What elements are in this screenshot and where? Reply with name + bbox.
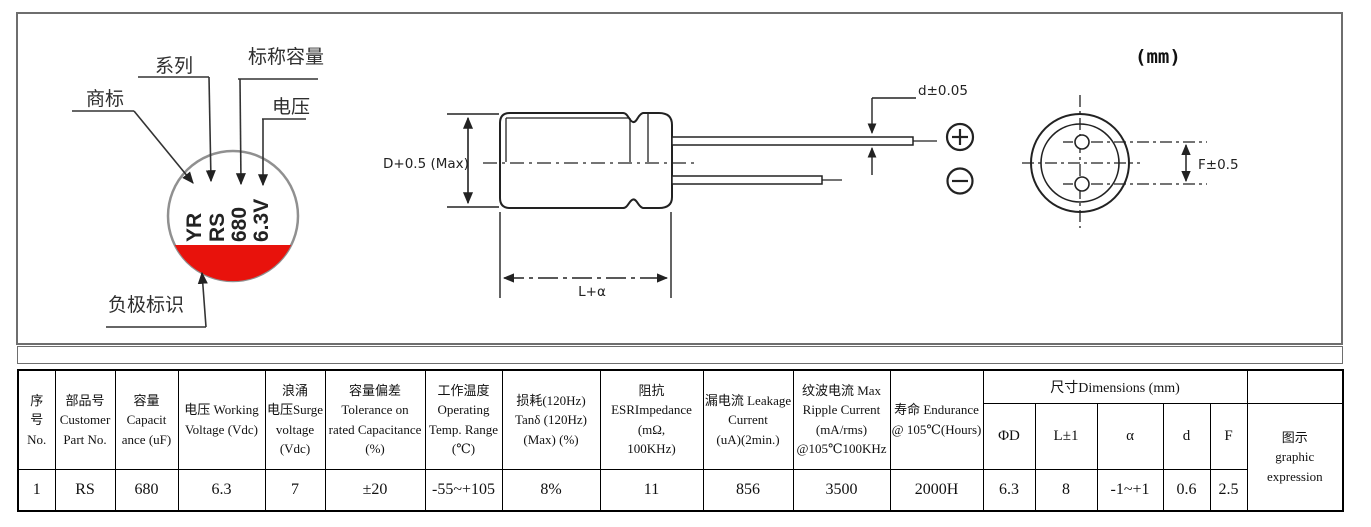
header-dimensions-group: 尺寸Dimensions (mm) xyxy=(982,369,1248,404)
header-no: 序 号 No. xyxy=(17,369,56,470)
lead-pitch-dimension-label: F±0.5 xyxy=(1198,157,1239,173)
value-lead-dia: 0.6 xyxy=(1162,468,1211,512)
header-working-voltage: 电压 Working Voltage (Vdc) xyxy=(177,369,266,470)
header-alpha: α xyxy=(1096,402,1164,470)
label-leader-lines xyxy=(72,76,318,328)
header-graphic-expression: 图示 graphic expression xyxy=(1246,402,1344,512)
lead-hole-positive xyxy=(1074,134,1090,150)
header-ripple: 纹波电流 Max Ripple Current (mA/rms) @105℃10… xyxy=(792,369,891,470)
value-surge-voltage: 7 xyxy=(264,468,326,512)
spec-table: 序 号 No. 部品号 Customer Part No. 容量 Capacit… xyxy=(17,369,1345,512)
header-dia: ΦD xyxy=(982,402,1036,470)
capacitor-body xyxy=(499,112,673,209)
header-lead-pitch: F xyxy=(1209,402,1248,470)
lead-diameter-dimension-label: d±0.05 xyxy=(918,83,968,99)
value-dia: 6.3 xyxy=(982,468,1036,512)
label-voltage: 电压 xyxy=(272,96,310,118)
value-leakage: 856 xyxy=(702,468,794,512)
header-endurance: 寿命 Endurance @ 105℃(Hours) xyxy=(889,369,984,470)
print-line-capacity: 680 xyxy=(228,207,251,242)
diagram-border xyxy=(16,12,1343,345)
diameter-dimension xyxy=(447,113,499,208)
header-tolerance: 容量偏差 Tolerance on rated Capacitance (%) xyxy=(324,369,426,470)
graphic-header-spacer xyxy=(1246,369,1344,404)
value-capacitance: 680 xyxy=(114,468,179,512)
header-impedance: 阻抗 ESRImpedance (mΩ, 100KHz) xyxy=(599,369,704,470)
header-temp-range: 工作温度 Operating Temp. Range (℃) xyxy=(424,369,503,470)
value-lead-pitch: 2.5 xyxy=(1209,468,1248,512)
lead-hole-negative xyxy=(1074,176,1090,192)
header-capacitance: 容量 Capacit ance (uF) xyxy=(114,369,179,470)
header-lead-dia: d xyxy=(1162,402,1211,470)
value-tolerance: ±20 xyxy=(324,468,426,512)
plus-circle-icon xyxy=(945,122,975,152)
value-tan-delta: 8% xyxy=(501,468,601,512)
header-length: L±1 xyxy=(1034,402,1098,470)
negative-polarity-stripe xyxy=(174,245,292,282)
value-temp-range: -55~+105 xyxy=(424,468,503,512)
lead-diameter-dimension xyxy=(867,97,916,175)
marking-diagram: YR RS 680 6.3V 商标 系列 标称容量 电压 负极标识 xyxy=(72,46,324,328)
print-line-series: RS xyxy=(206,213,229,242)
body-detail-lines xyxy=(483,114,697,164)
header-part-no: 部品号 Customer Part No. xyxy=(54,369,116,470)
value-no: 1 xyxy=(17,468,56,512)
value-alpha: -1~+1 xyxy=(1096,468,1164,512)
value-impedance: 11 xyxy=(599,468,704,512)
value-ripple: 3500 xyxy=(792,468,891,512)
length-dimension-label: L+α xyxy=(578,284,606,300)
value-endurance: 2000H xyxy=(889,468,984,512)
header-surge-voltage: 浪涌 电压Surge voltage (Vdc) xyxy=(264,369,326,470)
print-line-brand: YR xyxy=(183,213,206,242)
side-view-drawing: D+0.5 (Max) L+α xyxy=(383,83,975,300)
label-nominal-capacity: 标称容量 xyxy=(248,46,324,68)
minus-circle-icon xyxy=(946,167,974,195)
print-line-voltage: 6.3V xyxy=(250,199,273,242)
unit-note-label: (mm) xyxy=(1135,46,1181,68)
header-tan-delta: 损耗(120Hz) Tanδ (120Hz) (Max) (%) xyxy=(501,369,601,470)
outline-diagram-panel: YR RS 680 6.3V 商标 系列 标称容量 电压 负极标识 xyxy=(16,12,1343,345)
center-lines xyxy=(1022,95,1207,228)
length-dimension xyxy=(499,212,672,298)
lead-negative xyxy=(671,175,823,185)
value-part-no: RS xyxy=(54,468,116,512)
value-length: 8 xyxy=(1034,468,1098,512)
label-negative-mark: 负极标识 xyxy=(108,294,184,316)
bottom-view-drawing: F±0.5 xyxy=(1022,95,1239,228)
value-working-voltage: 6.3 xyxy=(177,468,266,512)
diameter-dimension-label: D+0.5 (Max) xyxy=(383,156,469,172)
header-leakage: 漏电流 Leakage Current (uA)(2min.) xyxy=(702,369,794,470)
label-trademark: 商标 xyxy=(86,88,124,110)
spacer-band xyxy=(17,346,1343,364)
lead-positive xyxy=(671,136,914,146)
label-series: 系列 xyxy=(155,55,193,77)
